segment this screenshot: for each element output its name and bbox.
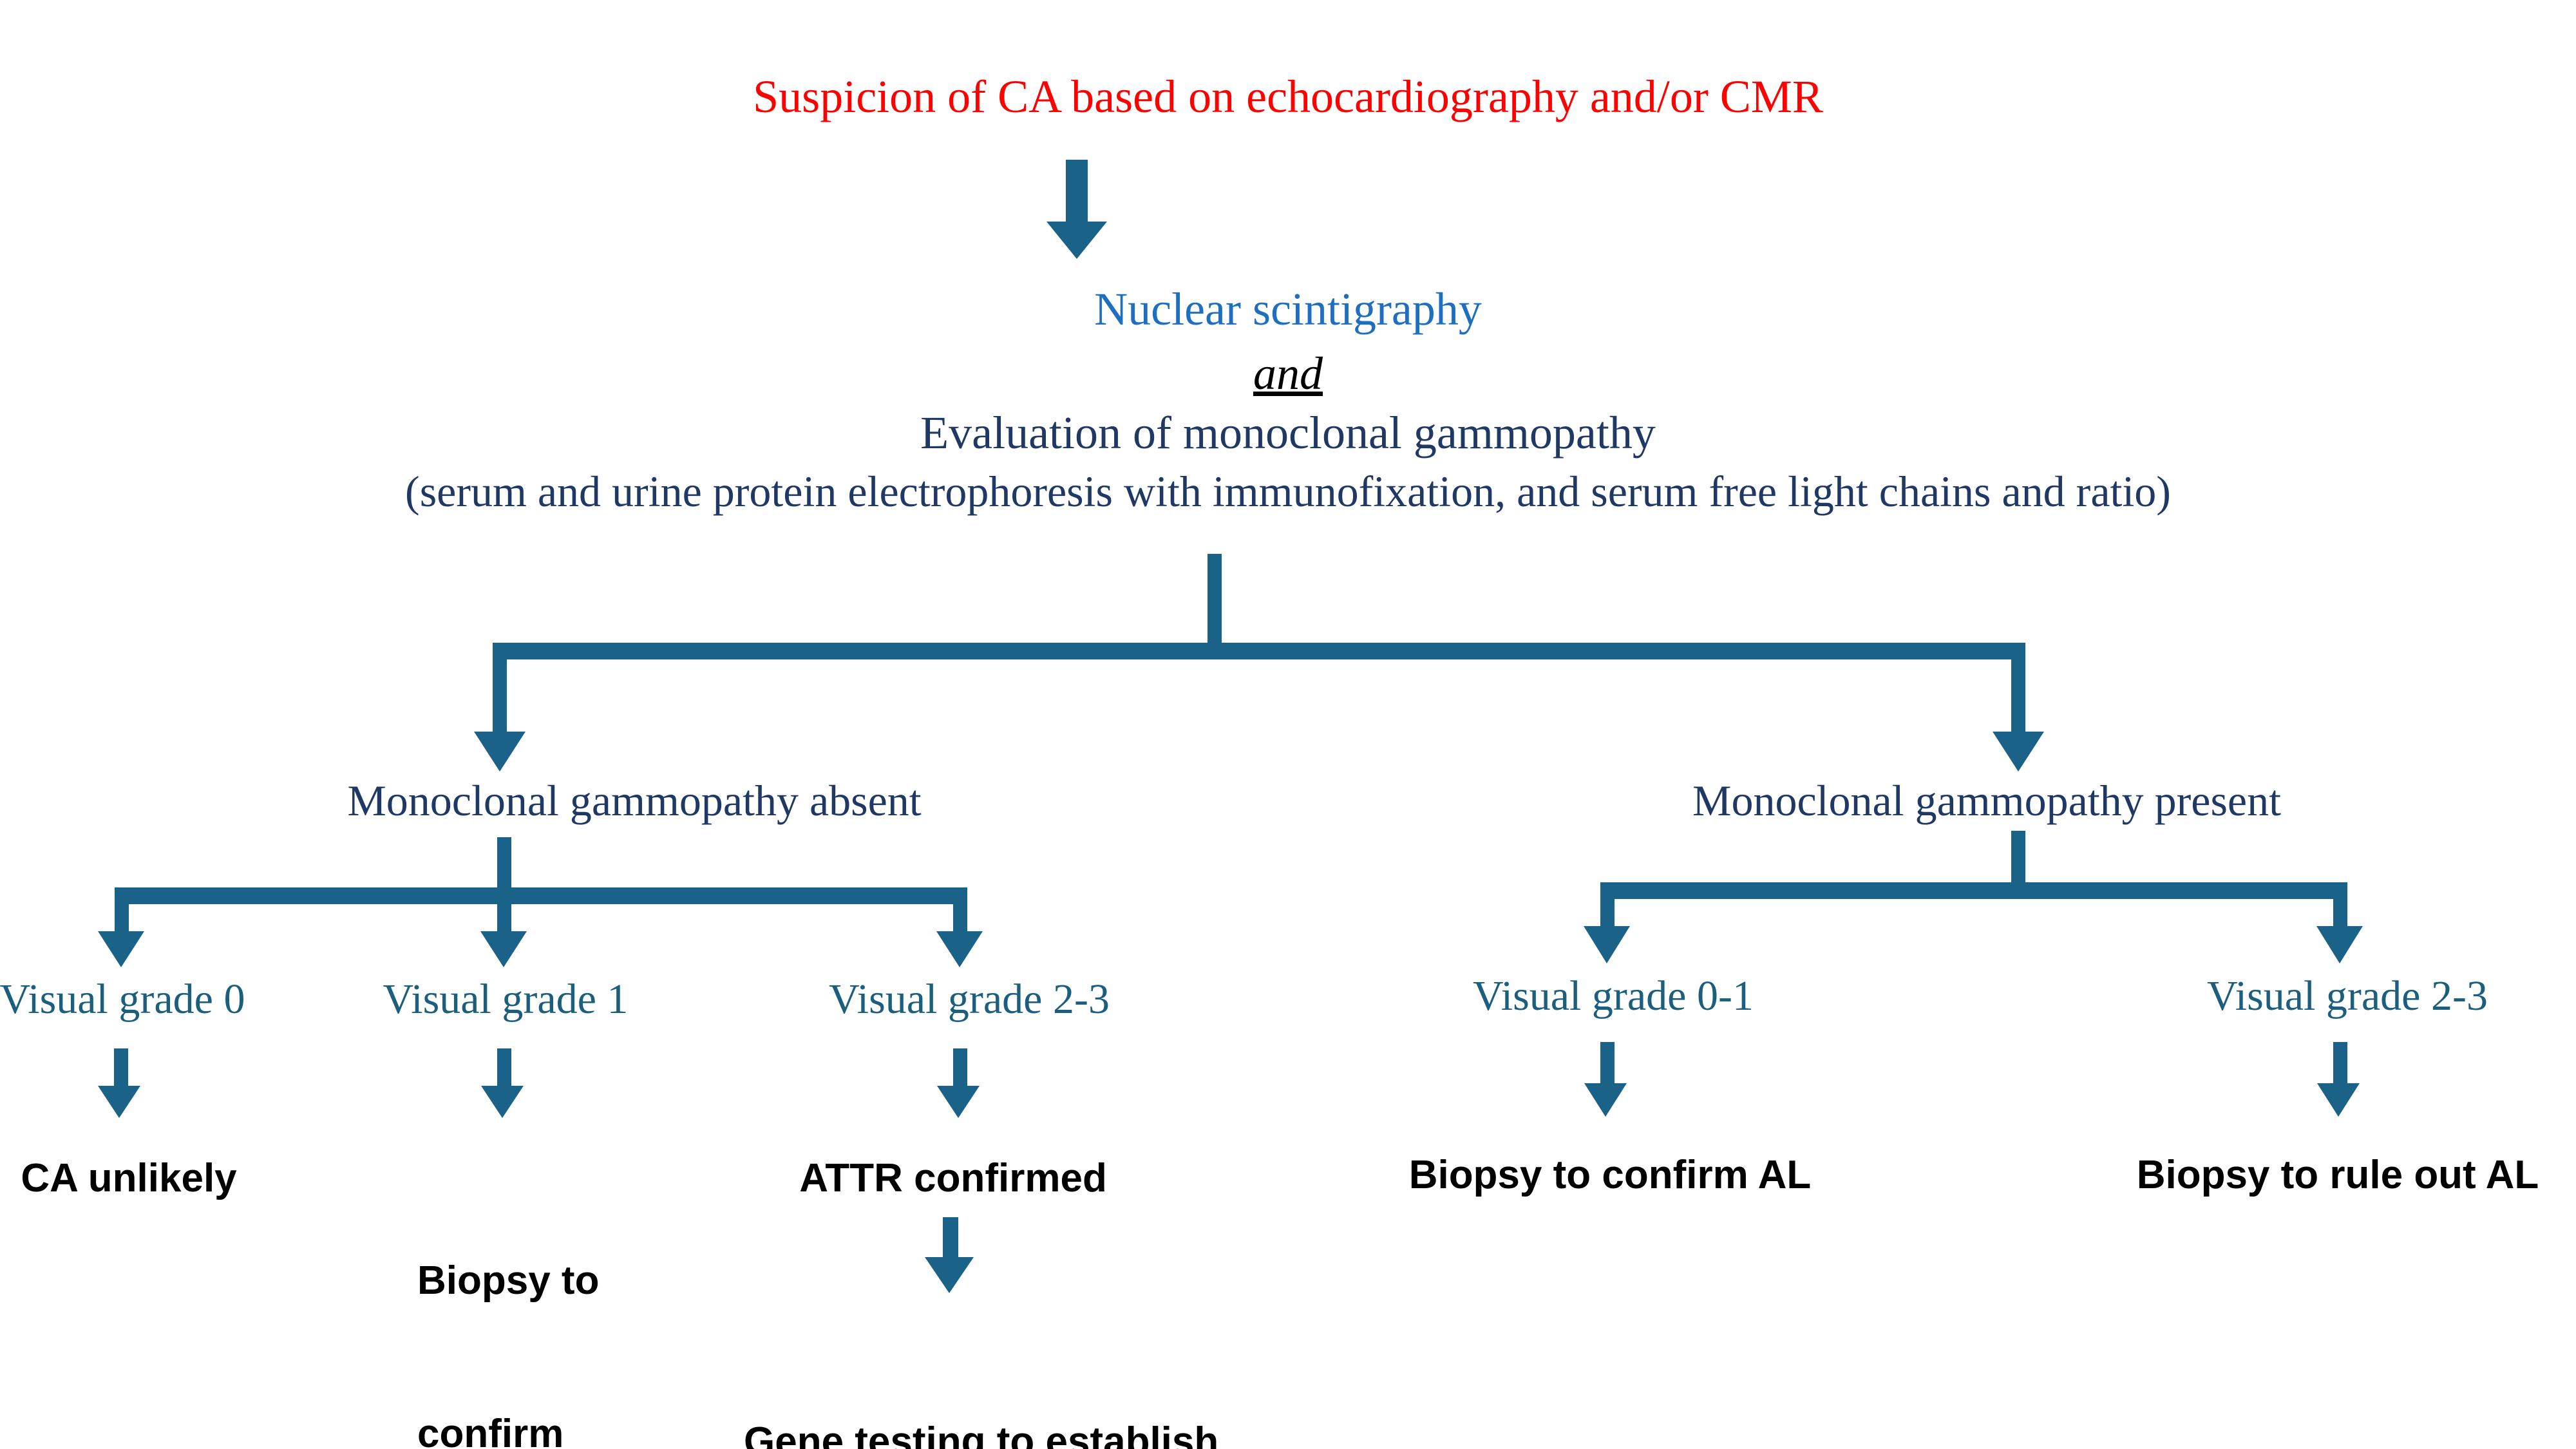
- outcome-biopsy-confirm-subtype: Biopsy to confirm subtype: [417, 1153, 688, 1449]
- workup-tests-detail-label: (serum and urine protein electrophoresis…: [405, 467, 2171, 516]
- outcome-ca-unlikely: CA unlikely: [21, 1156, 237, 1200]
- connector-grade-right-2-3-to-outcome-stem: [2333, 1042, 2347, 1086]
- outcome-attr-confirmed: ATTR confirmed: [799, 1156, 1107, 1200]
- connector-left-arm-grade-0: [115, 887, 129, 934]
- workup-evaluation-label: Evaluation of monoclonal gammopathy: [920, 407, 1656, 459]
- outcome-gene-testing: Gene testing to establish ATTRv and ATTR…: [744, 1314, 1452, 1449]
- connector-entry-to-workup-stem: [1066, 160, 1088, 224]
- connector-grade-0-to-outcome-arrowhead: [98, 1086, 140, 1118]
- branch-label-gammopathy-present: Monoclonal gammopathy present: [1692, 776, 2281, 825]
- connector-right-arm-grade-0-1: [1600, 882, 1615, 929]
- connector-left-split-stem: [497, 837, 511, 902]
- grade-label-2-3: Visual grade 2-3: [829, 976, 1110, 1023]
- connector-grade-2-3-to-outcome-arrowhead: [937, 1086, 980, 1118]
- grade-label-right-2-3: Visual grade 2-3: [2207, 972, 2488, 1019]
- connector-grade-0-1-to-outcome-stem: [1600, 1042, 1615, 1086]
- outcome-biopsy-confirm-al: Biopsy to confirm AL: [1408, 1153, 1812, 1197]
- outcome-biopsy-rule-out-al: Biopsy to rule out AL: [2136, 1153, 2539, 1197]
- connector-grade-0-1-to-outcome-arrowhead: [1584, 1083, 1627, 1117]
- connector-right-split-bar: [1600, 882, 2347, 899]
- connector-left-arm-grade-1: [497, 887, 511, 934]
- entry-node-label: Suspicion of CA based on echocardiograph…: [753, 71, 1823, 122]
- connector-main-left-arm: [493, 643, 507, 734]
- connector-right-arm-grade-2-3: [2333, 882, 2347, 929]
- connector-main-right-arm: [2011, 643, 2025, 734]
- grade-label-1: Visual grade 1: [383, 976, 629, 1023]
- connector-left-arrowhead-grade-1: [480, 931, 527, 967]
- workup-nuclear-scintigraphy-label: Nuclear scintigraphy: [1094, 283, 1482, 335]
- connector-main-split-bar: [493, 643, 2025, 659]
- connector-grade-right-2-3-to-outcome-arrowhead: [2317, 1083, 2360, 1117]
- outcome-line-1: Biopsy to: [417, 1258, 600, 1303]
- connector-main-split-stem: [1208, 554, 1222, 644]
- connector-attr-to-gene-testing-stem: [943, 1217, 958, 1261]
- branch-label-gammopathy-absent: Monoclonal gammopathy absent: [347, 776, 922, 825]
- connector-grade-1-to-outcome-arrowhead: [481, 1086, 524, 1118]
- connector-main-right-arrowhead: [1993, 732, 2044, 772]
- outcome-line-2: confirm: [417, 1411, 564, 1449]
- connector-left-arm-grade-2-3: [953, 887, 967, 934]
- workup-conjunction-label: and: [1253, 348, 1323, 399]
- grade-label-0: Visual grade 0: [0, 976, 245, 1023]
- grade-label-0-1: Visual grade 0-1: [1473, 972, 1754, 1019]
- connector-grade-2-3-to-outcome-stem: [953, 1048, 967, 1088]
- connector-grade-1-to-outcome-stem: [497, 1048, 511, 1088]
- connector-left-arrowhead-grade-2-3: [936, 931, 983, 967]
- connector-right-split-stem: [2011, 831, 2025, 890]
- connector-right-arrowhead-grade-2-3: [2316, 926, 2363, 963]
- connector-left-arrowhead-grade-0: [98, 931, 144, 967]
- connector-entry-to-workup-arrowhead: [1046, 222, 1107, 259]
- connector-main-left-arrowhead: [474, 732, 526, 772]
- connector-right-arrowhead-grade-0-1: [1584, 926, 1630, 963]
- connector-grade-0-to-outcome-stem: [114, 1048, 128, 1088]
- connector-left-split-bar: [115, 887, 967, 904]
- connector-attr-to-gene-testing-arrowhead: [925, 1257, 974, 1293]
- gene-testing-line-1: Gene testing to establish: [744, 1419, 1219, 1449]
